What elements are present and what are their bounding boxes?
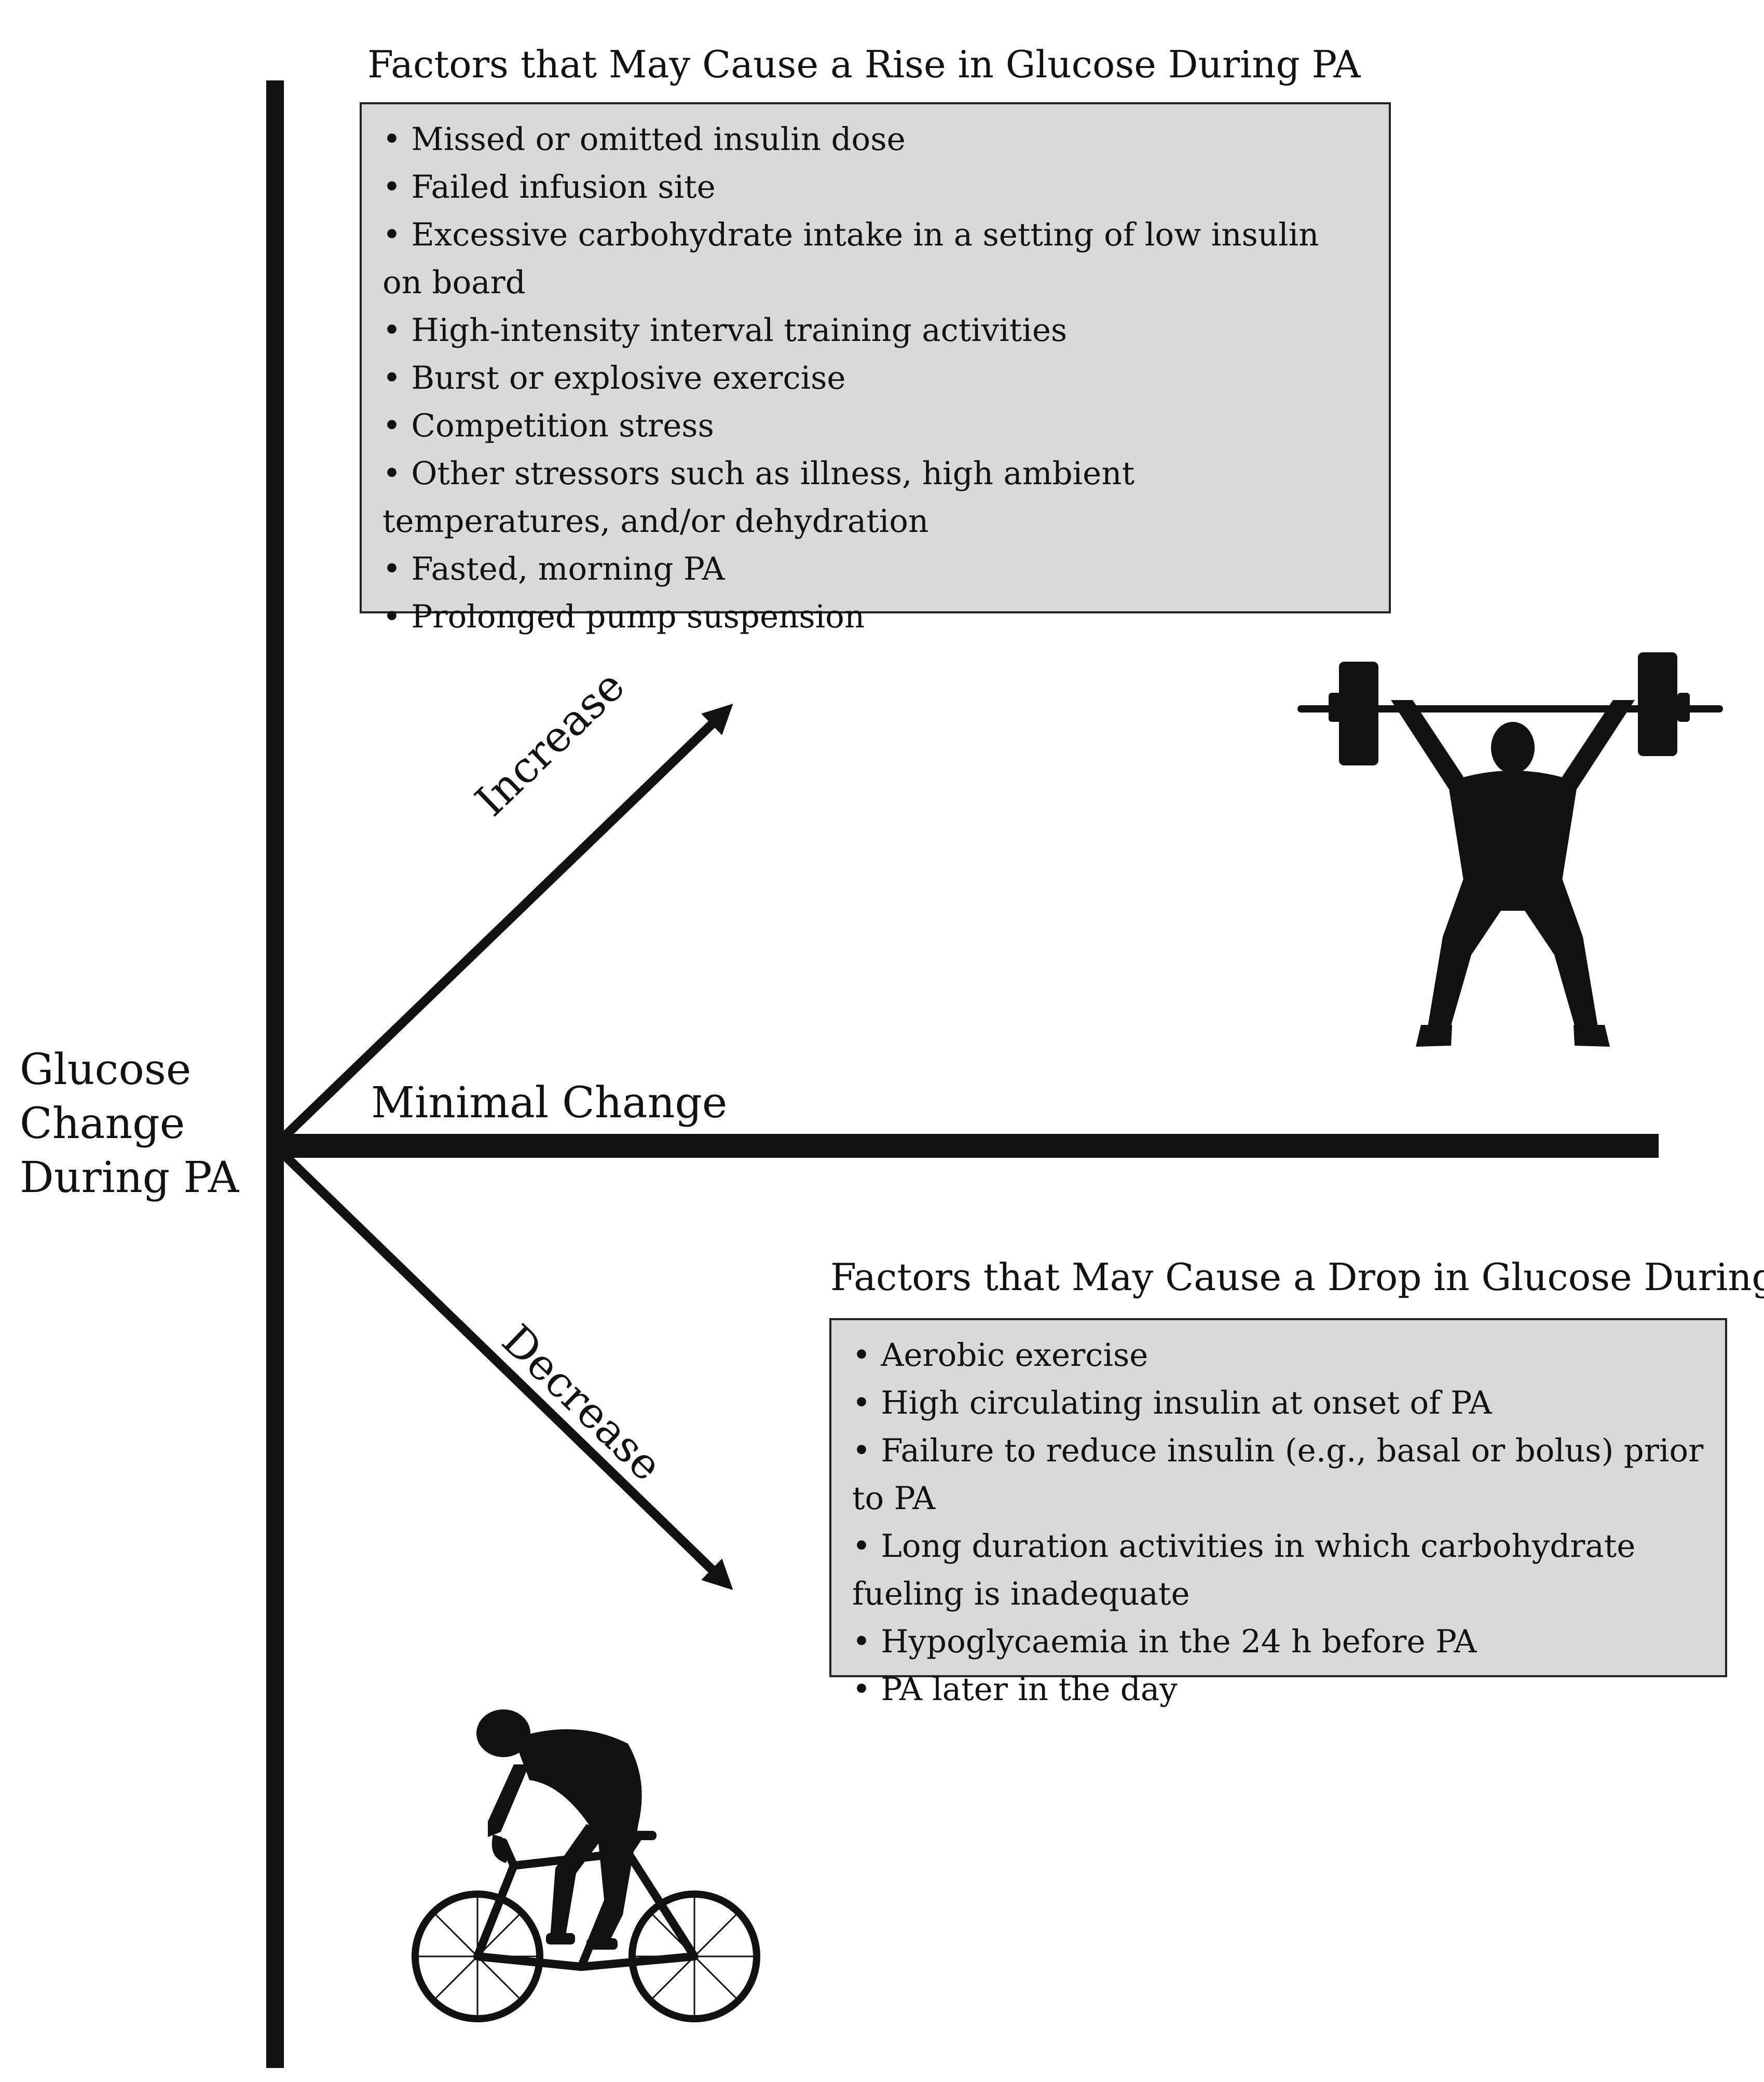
list-item: PA later in the day xyxy=(852,1666,1704,1714)
weightlifter-icon xyxy=(1297,652,1723,1047)
rise-box-title: Factors that May Cause a Rise in Glucose… xyxy=(367,43,1361,86)
axis-label: Glucose Change During PA xyxy=(20,1043,239,1205)
drop-box-title: Factors that May Cause a Drop in Glucose… xyxy=(830,1255,1764,1299)
minimal-change-label: Minimal Change xyxy=(371,1078,728,1128)
list-item: Failure to reduce insulin (e.g., basal o… xyxy=(852,1427,1704,1523)
list-item: Fasted, morning PA xyxy=(382,545,1368,593)
list-item: Competition stress xyxy=(382,402,1368,450)
list-item: Burst or explosive exercise xyxy=(382,354,1368,402)
list-item: High-intensity interval training activit… xyxy=(382,307,1368,354)
axis-label-line-3: During PA xyxy=(20,1153,239,1202)
drop-factors-list: Aerobic exercise High circulating insuli… xyxy=(852,1332,1704,1714)
axis-label-line-2: Change xyxy=(20,1099,185,1148)
cyclist-icon xyxy=(412,1709,760,2022)
list-item: Failed infusion site xyxy=(382,163,1368,211)
drop-factors-box: Aerobic exercise High circulating insuli… xyxy=(829,1318,1727,1708)
list-item: Aerobic exercise xyxy=(852,1332,1704,1379)
rise-factors-box: Missed or omitted insulin dose Failed in… xyxy=(360,102,1391,635)
axis-label-line-1: Glucose xyxy=(20,1045,192,1094)
rise-factors-list: Missed or omitted insulin dose Failed in… xyxy=(382,116,1368,641)
list-item: Prolonged pump suspension xyxy=(382,593,1368,641)
list-item: Hypoglycaemia in the 24 h before PA xyxy=(852,1618,1704,1666)
list-item: High circulating insulin at onset of PA xyxy=(852,1379,1704,1427)
list-item: Other stressors such as illness, high am… xyxy=(382,450,1368,545)
decrease-arrow xyxy=(281,1152,733,1591)
list-item: Excessive carbohydrate intake in a setti… xyxy=(382,211,1368,307)
list-item: Long duration activities in which carboh… xyxy=(852,1523,1704,1618)
increase-arrow xyxy=(281,704,733,1140)
list-item: Missed or omitted insulin dose xyxy=(382,116,1368,163)
